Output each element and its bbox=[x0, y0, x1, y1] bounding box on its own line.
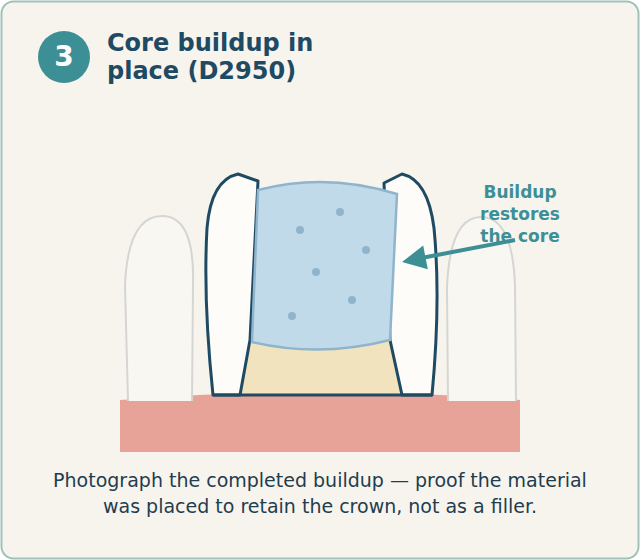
tooth-wall bbox=[206, 174, 258, 395]
texture-dot bbox=[312, 268, 320, 276]
texture-dot bbox=[336, 208, 344, 216]
tooth-base-line bbox=[213, 394, 432, 397]
neighbor-tooth bbox=[125, 216, 193, 401]
step-number-badge: 3 bbox=[38, 31, 90, 83]
texture-dot bbox=[362, 246, 370, 254]
diagram-title: Core buildup in place (D2950) bbox=[107, 29, 322, 85]
texture-dot bbox=[348, 296, 356, 304]
figure-caption: Photograph the completed buildup — proof… bbox=[40, 467, 600, 519]
core-buildup bbox=[252, 182, 397, 350]
texture-dot bbox=[288, 312, 296, 320]
step-number: 3 bbox=[54, 42, 73, 72]
leader-arrowhead bbox=[402, 246, 428, 270]
buildup-texture bbox=[288, 208, 370, 320]
callout-label: Buildup restores the core bbox=[466, 181, 574, 247]
texture-dot bbox=[296, 226, 304, 234]
